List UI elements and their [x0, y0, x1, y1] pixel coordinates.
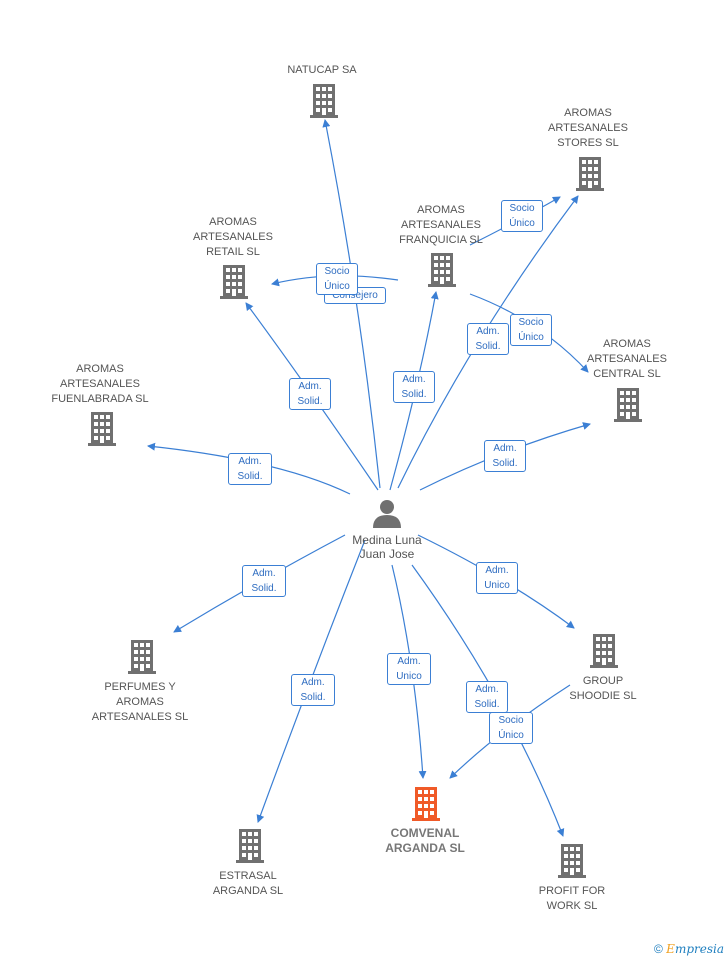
- edge-label-adm-solid: Adm. Solid.: [289, 378, 331, 410]
- building-icon: [558, 844, 586, 878]
- edge-label-adm-solid: Adm. Solid.: [467, 323, 509, 355]
- building-icon: [412, 787, 440, 821]
- edge-label-adm-solid: Adm. Solid.: [228, 453, 272, 485]
- empresia-logo: Empresia: [666, 942, 724, 956]
- company-group-shoodie[interactable]: GROUP SHOODIE SL: [569, 675, 637, 702]
- building-icon: [128, 640, 156, 674]
- building-icon: [236, 829, 264, 863]
- edge-label-adm-solid: Adm. Solid.: [291, 674, 335, 706]
- person-medina-luna[interactable]: Medina Luna Juan Jose: [352, 533, 422, 561]
- building-icon: [220, 265, 248, 299]
- building-icon: [88, 412, 116, 446]
- edge-label-socio-unico: Socio Único: [316, 263, 358, 295]
- edge-label-adm-solid: Adm. Solid.: [242, 565, 286, 597]
- company-estrasal-arganda[interactable]: ESTRASAL ARGANDA SL: [212, 870, 284, 897]
- edge-label-adm-solid: Adm. Solid.: [393, 371, 435, 403]
- company-aromas-franquicia[interactable]: AROMAS ARTESANALES FRANQUICIA SL: [399, 204, 483, 246]
- copyright-footer: © Empresia: [654, 942, 724, 956]
- company-perfumes-aromas[interactable]: PERFUMES Y AROMAS ARTESANALES SL: [91, 681, 189, 723]
- edge-label-adm-solid: Adm. Solid.: [484, 440, 526, 472]
- edge-label-socio-unico: Socio Único: [501, 200, 543, 232]
- company-aromas-stores[interactable]: AROMAS ARTESANALES STORES SL: [548, 107, 628, 149]
- person-icon: [373, 500, 401, 528]
- building-icon: [428, 253, 456, 287]
- company-aromas-fuenlabrada[interactable]: AROMAS ARTESANALES FUENLABRADA SL: [51, 363, 149, 405]
- edge-label-adm-unico: Adm. Unico: [387, 653, 431, 685]
- building-icon: [576, 157, 604, 191]
- edge-label-adm-solid: Adm. Solid.: [466, 681, 508, 713]
- edge-label-socio-unico: Socio Único: [510, 314, 552, 346]
- buildings: [88, 84, 642, 878]
- building-icon: [614, 388, 642, 422]
- edge-label-adm-unico: Adm. Unico: [476, 562, 518, 594]
- copyright-icon: ©: [653, 942, 663, 956]
- company-profit-for-work[interactable]: PROFIT FOR WORK SL: [538, 885, 606, 912]
- building-icon: [310, 84, 338, 118]
- edge-label-socio-unico: Socio Único: [489, 712, 533, 744]
- company-natucap[interactable]: NATUCAP SA: [287, 64, 357, 76]
- company-comvenal-arganda[interactable]: COMVENAL ARGANDA SL: [385, 826, 465, 855]
- building-icon: [590, 634, 618, 668]
- company-aromas-retail[interactable]: AROMAS ARTESANALES RETAIL SL: [193, 216, 273, 258]
- edge-natucap: [322, 119, 381, 489]
- company-aromas-central[interactable]: AROMAS ARTESANALES CENTRAL SL: [587, 338, 667, 380]
